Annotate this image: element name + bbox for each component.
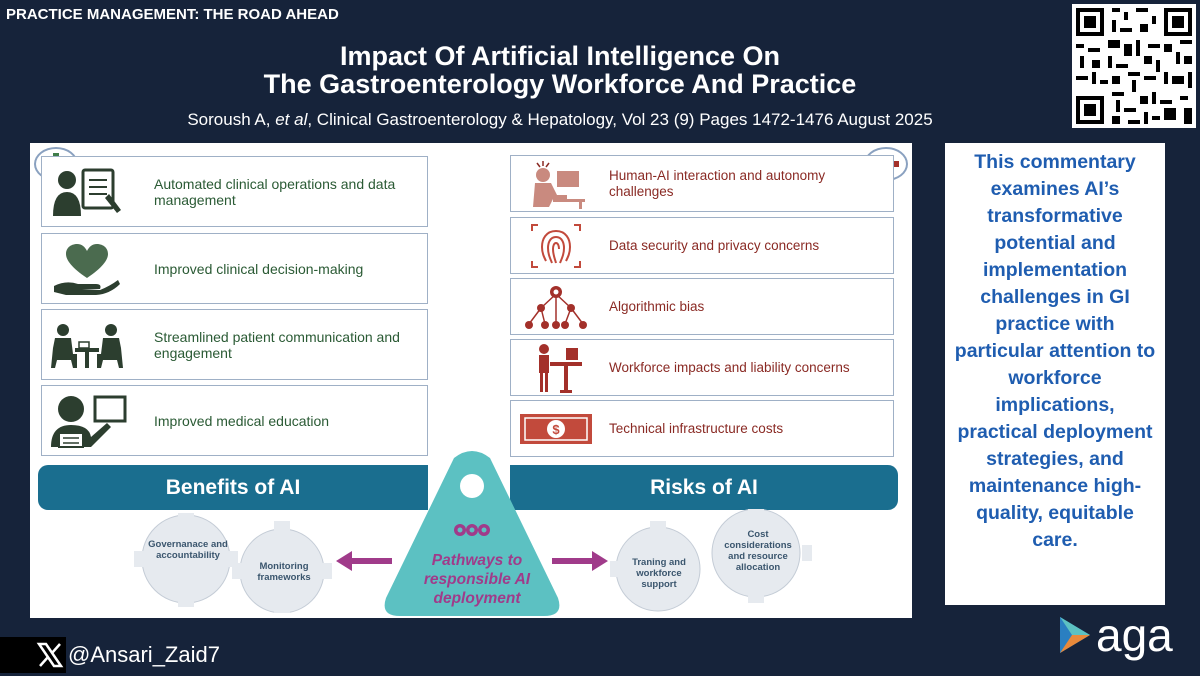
standing-desk-icon bbox=[511, 340, 601, 395]
benefit-card-patient-communication: Streamlined patient communication and en… bbox=[41, 309, 428, 380]
benefit-card-decision-making: Improved clinical decision-making bbox=[41, 233, 428, 304]
stressed-worker-icon bbox=[511, 156, 601, 211]
risk-card-data-security: Data security and privacy concerns bbox=[510, 217, 894, 274]
left-gears bbox=[134, 513, 332, 613]
pathway-line-1: Pathways to bbox=[431, 552, 523, 569]
gear-governance: Governanace and accountability bbox=[148, 539, 228, 561]
risk-label: Human-AI interaction and autonomy challe… bbox=[609, 167, 826, 199]
aga-logo: aga bbox=[1058, 612, 1173, 658]
aga-arrow-icon bbox=[1060, 617, 1090, 653]
citation-rest: , Clinical Gastroenterology & Hepatology… bbox=[307, 110, 933, 129]
citation: Soroush A, et al, Clinical Gastroenterol… bbox=[60, 110, 1060, 130]
pathway-line-3: deployment bbox=[433, 590, 521, 607]
risk-card-human-ai-interaction: Human-AI interaction and autonomy challe… bbox=[510, 155, 894, 212]
risk-label: Algorithmic bias bbox=[609, 298, 705, 314]
qr-code-icon bbox=[1072, 4, 1196, 128]
benefits-banner: Benefits of AI bbox=[38, 465, 428, 510]
heart-hand-icon bbox=[42, 234, 132, 303]
risk-label: Technical infrastructure costs bbox=[609, 420, 784, 436]
page-title: Impact Of Artificial Intelligence On The… bbox=[140, 42, 980, 98]
risk-card-workforce-impacts: Workforce impacts and liability concerns bbox=[510, 339, 894, 396]
network-tree-icon bbox=[511, 279, 601, 334]
left-arrow-icon bbox=[336, 551, 392, 571]
risk-card-infrastructure-costs: $ Technical infrastructure costs bbox=[510, 400, 894, 457]
teacher-board-icon bbox=[42, 386, 132, 455]
benefit-label: Improved medical education bbox=[154, 412, 330, 429]
gear-cost: Cost considerations and resource allocat… bbox=[724, 529, 792, 573]
benefit-label: Streamlined patient communication and en… bbox=[154, 328, 400, 361]
qr-code[interactable] bbox=[1072, 4, 1196, 128]
handle-text: @Ansari_Zaid7 bbox=[68, 642, 220, 667]
citation-etal: et al bbox=[275, 110, 308, 129]
right-arrow-icon bbox=[552, 551, 608, 571]
x-logo-icon bbox=[0, 637, 66, 673]
infographic-panel: Automated clinical operations and data m… bbox=[30, 143, 912, 618]
clipboard-person-icon bbox=[42, 157, 132, 226]
gear-training: Traning and workforce support bbox=[632, 557, 686, 590]
aga-text: aga bbox=[1096, 609, 1173, 661]
summary-box: This commentary examines AI’s transforma… bbox=[945, 143, 1165, 605]
consultation-icon bbox=[42, 310, 132, 379]
risks-banner: Risks of AI bbox=[510, 465, 898, 510]
header-tag: PRACTICE MANAGEMENT: THE ROAD AHEAD bbox=[6, 6, 339, 23]
pathway-title: Pathways to responsible AI deployment bbox=[390, 551, 564, 608]
risk-card-algorithmic-bias: Algorithmic bias bbox=[510, 278, 894, 335]
title-line-1: Impact Of Artificial Intelligence On bbox=[339, 41, 781, 71]
pathway-line-2: responsible AI bbox=[423, 571, 531, 588]
gears-icon bbox=[454, 524, 490, 536]
benefit-label: Improved clinical decision-making bbox=[154, 260, 364, 277]
title-line-2: The Gastroenterology Workforce And Pract… bbox=[263, 69, 857, 99]
benefit-card-automated-operations: Automated clinical operations and data m… bbox=[41, 156, 428, 227]
svg-text:$: $ bbox=[552, 422, 560, 437]
social-handle[interactable]: @Ansari_Zaid7 bbox=[0, 637, 220, 673]
gear-monitoring: Monitoring frameworks bbox=[257, 561, 311, 583]
fingerprint-icon bbox=[511, 218, 601, 273]
summary-text: This commentary examines AI’s transforma… bbox=[954, 151, 1156, 551]
right-gears bbox=[610, 509, 812, 612]
risk-label: Workforce impacts and liability concerns bbox=[609, 359, 850, 375]
dollar-bill-icon: $ bbox=[511, 401, 601, 456]
benefit-card-medical-education: Improved medical education bbox=[41, 385, 428, 456]
citation-author: Soroush A, bbox=[187, 110, 276, 129]
risk-label: Data security and privacy concerns bbox=[609, 237, 820, 253]
benefit-label: Automated clinical operations and data m… bbox=[154, 175, 396, 208]
